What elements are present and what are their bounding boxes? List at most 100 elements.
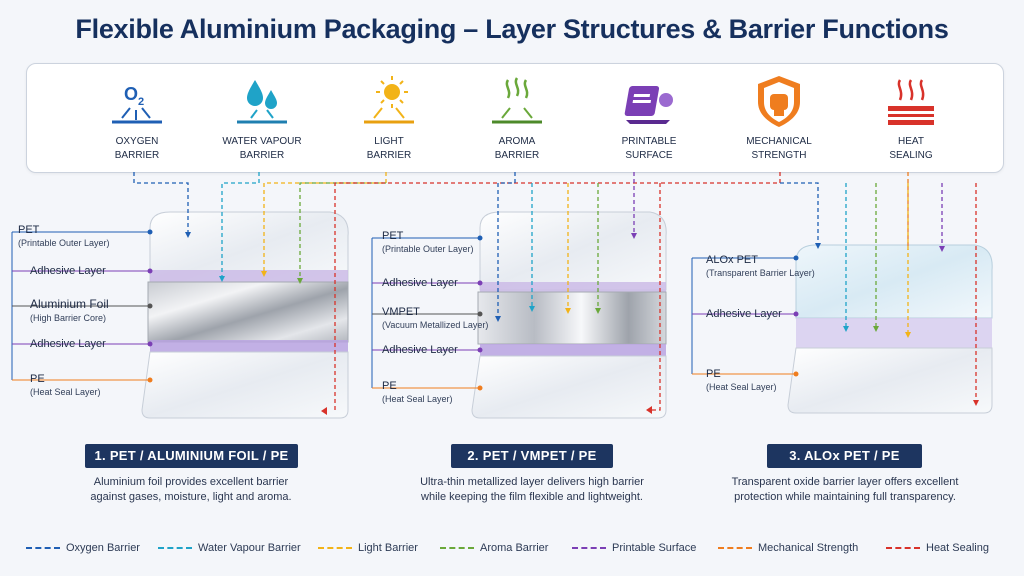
structure-2-title: 2. PET / VMPET / PE [451,444,613,468]
description-line: protection while maintaining full transp… [734,491,956,503]
layer-name: PET [18,224,40,236]
function-label-line2: BARRIER [494,150,540,161]
function-label-line2: SURFACE [625,150,673,161]
structure-2-films [471,211,667,419]
s2-layer-vmpet: VMPET (Vacuum Metallized Layer) [382,306,488,330]
legend-label: Heat Sealing [926,542,989,554]
s3-layer-pe: PE (Heat Seal Layer) [706,368,777,392]
layer-name: PE [706,368,721,380]
function-label-line2: BARRIER [366,150,412,161]
s2-layer-adhesive-1: Adhesive Layer [382,277,458,289]
layer-name: Adhesive Layer [382,344,458,356]
layer-description: (Printable Outer Layer) [18,238,110,248]
function-oxygen-barrier: O 2 OXYGEN BARRIER [77,72,197,163]
legend-swatch [440,547,474,549]
layer-name: PE [382,380,397,392]
layer-name: ALOx PET [706,254,758,266]
legend-item-aroma: Aroma Barrier [440,542,548,554]
svg-text:2: 2 [138,96,144,108]
legend-swatch [26,547,60,549]
layer-leader-dots [147,229,799,391]
layer-name: PET [382,230,404,242]
legend: Oxygen Barrier Water Vapour Barrier Ligh… [0,538,1024,562]
page-title: Flexible Aluminium Packaging – Layer Str… [75,14,949,44]
layer-name: Aluminium Foil [30,297,109,311]
function-water-vapour-barrier: WATER VAPOUR BARRIER [202,72,322,163]
s2-layer-pet: PET (Printable Outer Layer) [382,230,474,254]
function-label-line1: MECHANICAL [746,136,812,147]
function-printable-surface: PRINTABLE SURFACE [589,72,709,163]
legend-swatch [158,547,192,549]
structure-3-description: Transparent oxide barrier layer offers e… [710,475,980,505]
svg-text:O: O [124,84,138,104]
function-label-line1: PRINTABLE [621,136,677,147]
legend-swatch [318,547,352,549]
description-line: Ultra-thin metallized layer delivers hig… [420,476,644,488]
legend-item-water-vapour: Water Vapour Barrier [158,542,301,554]
legend-item-oxygen: Oxygen Barrier [26,542,140,554]
legend-swatch [886,547,920,549]
structure-1-films [141,211,349,419]
structure-1-title: 1. PET / ALUMINIUM FOIL / PE [85,444,298,468]
legend-item-printable: Printable Surface [572,542,696,554]
structure-3-films [787,244,993,414]
function-light-barrier: LIGHT BARRIER [329,72,449,163]
legend-label: Aroma Barrier [480,542,549,554]
function-label-line1: HEAT [898,136,924,147]
s2-layer-adhesive-2: Adhesive Layer [382,344,458,356]
heat-seal-icon [888,79,934,125]
legend-item-mechanical: Mechanical Strength [718,542,858,554]
layer-name: VMPET [382,306,420,318]
description-line: Aluminium foil provides excellent barrie… [93,476,289,488]
s3-layer-alox-pet: ALOx PET (Transparent Barrier Layer) [706,254,815,278]
s1-layer-adhesive-1: Adhesive Layer [30,265,106,277]
legend-swatch [718,547,752,549]
aroma-icon [492,77,542,124]
structure-3-title: 3. ALOx PET / PE [767,444,922,468]
fist-shield-icon [758,76,800,127]
layer-name: Adhesive Layer [30,338,106,350]
function-label-line1: WATER VAPOUR [222,136,302,147]
s2-layer-pe: PE (Heat Seal Layer) [382,380,453,404]
layer-description: (Heat Seal Layer) [382,394,453,404]
description-line: against gases, moisture, light and aroma… [90,491,292,503]
layer-name: Adhesive Layer [30,265,106,277]
function-label-line2: BARRIER [239,150,285,161]
function-label-line1: LIGHT [374,136,404,147]
function-label-line2: STRENGTH [751,150,807,161]
barrier-functions-panel: O 2 OXYGEN BARRIER WATER VAPOUR BARRIER [26,63,1004,173]
s3-layer-adhesive: Adhesive Layer [706,308,782,320]
function-mechanical-strength: MECHANICAL STRENGTH [719,72,839,163]
function-label-line1: OXYGEN [115,136,159,147]
barrier-connectors [133,172,977,411]
structure-1-description: Aluminium foil provides excellent barrie… [60,475,322,505]
sun-icon [364,76,414,124]
s1-layer-adhesive-2: Adhesive Layer [30,338,106,350]
layer-description: (Vacuum Metallized Layer) [382,320,489,330]
layer-description: (High Barrier Core) [30,313,107,323]
legend-label: Water Vapour Barrier [198,542,301,554]
layer-name: Adhesive Layer [706,308,782,320]
layer-description: (Heat Seal Layer) [706,382,777,392]
water-drops-icon [237,80,287,124]
function-aroma-barrier: AROMA BARRIER [457,72,577,163]
legend-label: Mechanical Strength [758,542,859,554]
legend-item-heat-sealing: Heat Sealing [886,542,989,554]
oxygen-icon: O 2 [112,84,162,124]
legend-label: Printable Surface [612,542,697,554]
structure-2-description: Ultra-thin metallized layer delivers hig… [400,475,664,505]
function-heat-sealing: HEAT SEALING [851,72,971,163]
layer-description: (Printable Outer Layer) [382,244,474,254]
function-label-line2: BARRIER [114,150,160,161]
layer-description: (Transparent Barrier Layer) [706,268,815,278]
legend-label: Oxygen Barrier [66,542,140,554]
legend-item-light: Light Barrier [318,542,418,554]
function-label-line2: SEALING [889,150,933,161]
function-label-line1: AROMA [498,136,536,147]
description-line: while keeping the film flexible and ligh… [421,491,643,503]
layer-name: Adhesive Layer [382,277,458,289]
legend-swatch [572,547,606,549]
printer-roll-icon [624,86,673,124]
s1-layer-pe: PE (Heat Seal Layer) [30,373,101,397]
